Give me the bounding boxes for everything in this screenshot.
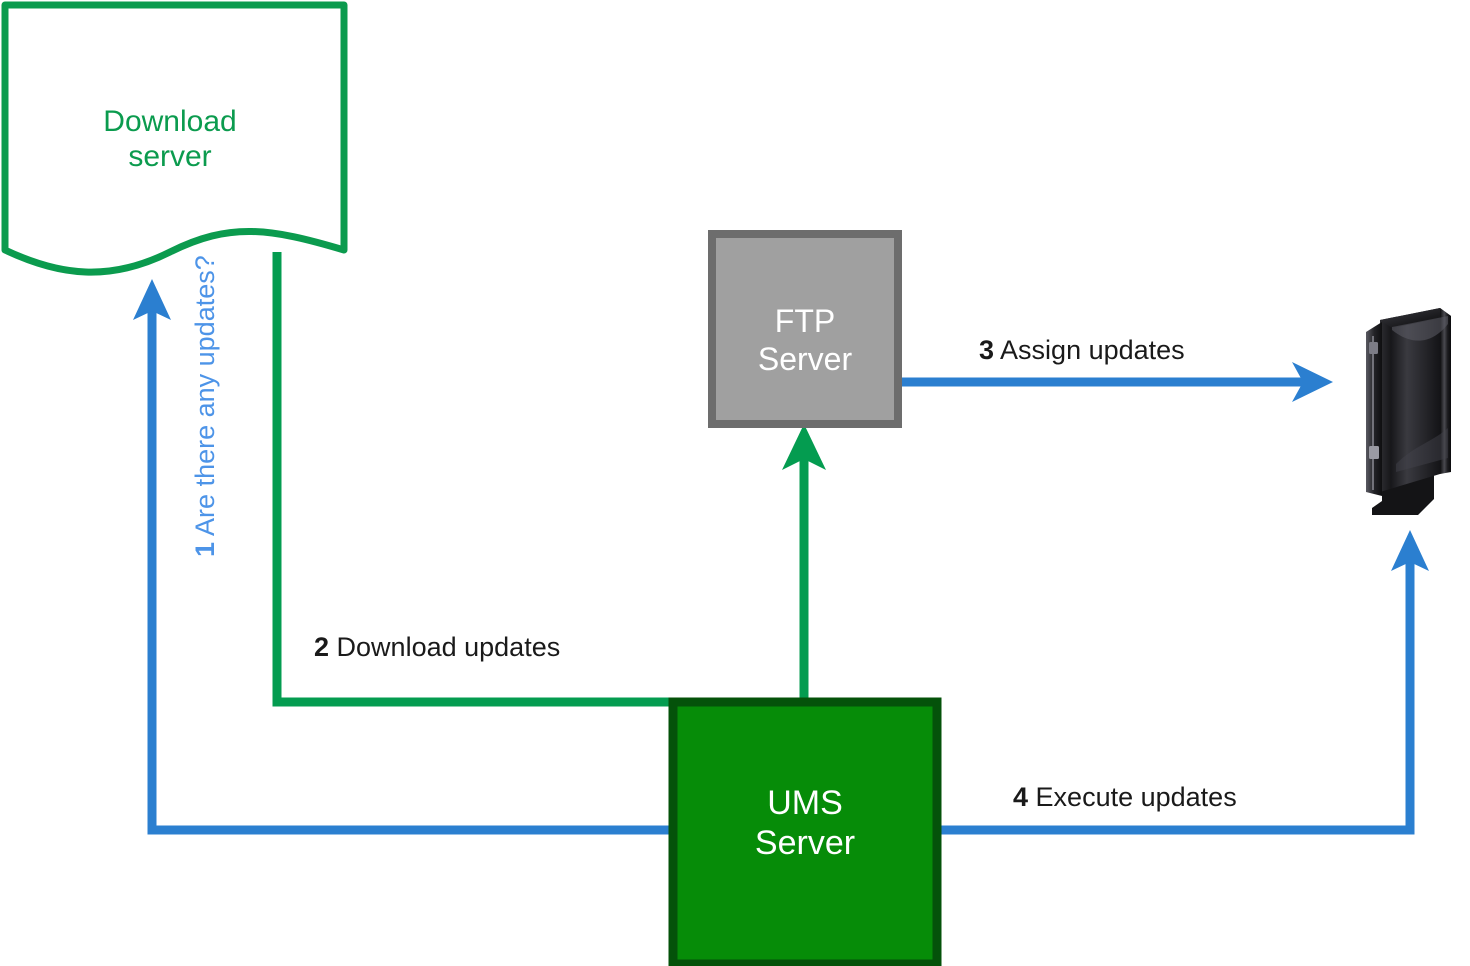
edge-step-number-4: 4 bbox=[1013, 782, 1029, 812]
edge-ums-to-ftp bbox=[782, 424, 826, 706]
edge-label-3: 3 Assign updates bbox=[979, 335, 1185, 366]
edge-label-4: 4 Execute updates bbox=[1013, 782, 1237, 813]
edge-step-text-2: Download updates bbox=[336, 632, 561, 662]
edge-step-text-4: Execute updates bbox=[1035, 782, 1237, 812]
edge-3-assign-updates bbox=[899, 362, 1333, 402]
edge-step-number-2: 2 bbox=[314, 632, 330, 662]
edge-step-number-1: 1 bbox=[190, 541, 220, 557]
thin-client-device-icon[interactable] bbox=[1356, 296, 1458, 516]
node-download-server[interactable] bbox=[1, 1, 348, 276]
edge-step-number-3: 3 bbox=[979, 335, 995, 365]
node-ums-server[interactable] bbox=[668, 697, 942, 966]
edge-step-text-1: Are there any updates? bbox=[190, 255, 220, 536]
node-ftp-server[interactable] bbox=[708, 230, 902, 428]
edge-2-download-updates bbox=[272, 252, 680, 707]
edge-step-text-3: Assign updates bbox=[1000, 335, 1185, 365]
edge-label-2: 2 Download updates bbox=[314, 632, 560, 663]
edge-4-execute-updates bbox=[937, 530, 1429, 835]
edge-1-are-there-any-updates bbox=[133, 279, 673, 835]
edge-label-1: 1 Are there any updates? bbox=[190, 255, 221, 557]
